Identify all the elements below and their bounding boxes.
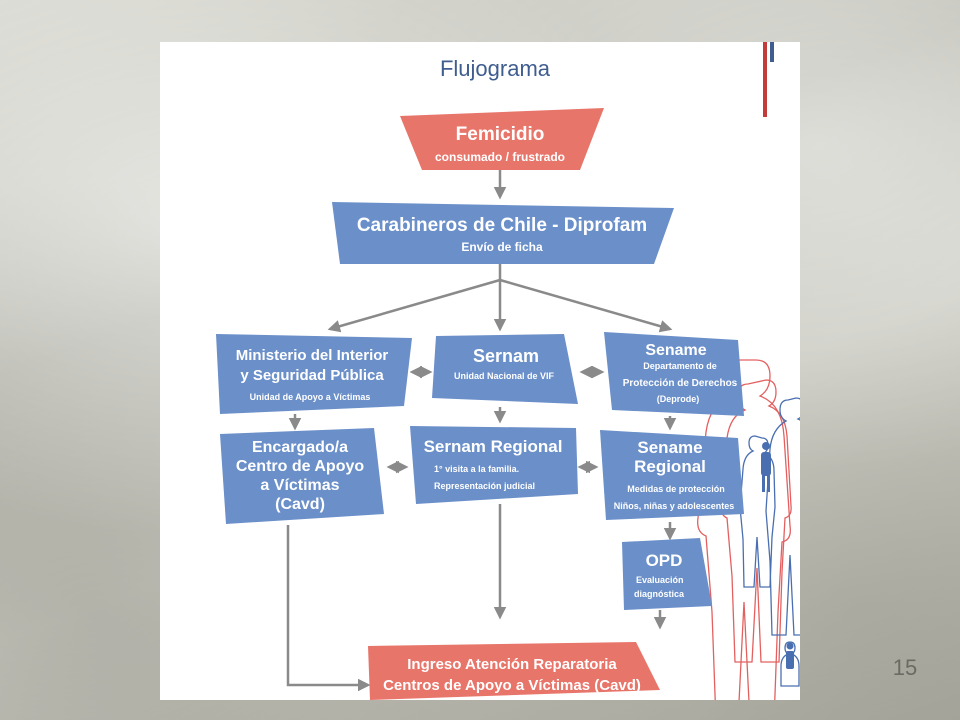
femicidio-title: Femicidio (456, 124, 545, 145)
carabineros-subtitle: Envío de ficha (461, 240, 543, 254)
encargado-line4: (Cavd) (275, 496, 325, 513)
opd-sub-line1: Evaluación (636, 575, 684, 585)
sename-regional-sub-line1: Medidas de protección (627, 484, 725, 494)
sernam-regional-sub-line2: Representación judicial (434, 481, 535, 491)
ministerio-title-line1: Ministerio del Interior (236, 347, 389, 364)
flowchart: Flujograma Femicidio consumado / frustra… (216, 42, 800, 700)
node-sernam: Sernam Unidad Nacional de VIF (432, 334, 578, 404)
node-carabineros: Carabineros de Chile - Diprofam Envío de… (332, 202, 674, 264)
flag-stripes-decoration (763, 42, 774, 117)
sernam-title: Sernam (473, 346, 539, 366)
sernam-subtitle: Unidad Nacional de VIF (454, 371, 555, 381)
small-figures-decoration (761, 442, 794, 669)
opd-title: OPD (646, 551, 683, 570)
node-sename-regional: Sename Regional Medidas de protección Ni… (600, 430, 744, 520)
node-ministerio: Ministerio del Interior y Seguridad Públ… (216, 334, 412, 414)
sename-title: Sename (645, 342, 706, 359)
sernam-regional-title: Sernam Regional (424, 437, 563, 456)
node-opd: OPD Evaluación diagnóstica (622, 538, 712, 610)
slide: Flujograma Femicidio consumado / frustra… (160, 42, 800, 700)
node-femicidio: Femicidio consumado / frustrado (400, 108, 604, 170)
ingreso-line1: Ingreso Atención Reparatoria (407, 656, 617, 673)
connectors (286, 170, 677, 692)
page-number: 15 (892, 655, 918, 680)
sename-regional-title-line1: Sename (637, 438, 702, 457)
sename-sub-line3: (Deprode) (657, 394, 700, 404)
sernam-regional-sub-line1: 1° visita a la familia. (434, 464, 519, 474)
encargado-line3: a Víctimas (260, 477, 339, 494)
opd-sub-line2: diagnóstica (634, 589, 685, 599)
arrow-carabineros-sename (499, 278, 673, 333)
node-sernam-regional: Sernam Regional 1° visita a la familia. … (410, 426, 578, 504)
sename-sub-line2: Protección de Derechos (623, 378, 738, 389)
node-encargado: Encargado/a Centro de Apoyo a Víctimas (… (220, 428, 384, 524)
sename-sub-line1: Departamento de (643, 361, 717, 371)
ingreso-line2: Centros de Apoyo a Víctimas (Cavd) (383, 677, 641, 694)
ministerio-title-line2: y Seguridad Pública (240, 367, 384, 384)
ministerio-subtitle: Unidad de Apoyo a Víctimas (250, 392, 371, 402)
arrow-carabineros-ministerio (327, 278, 501, 333)
carabineros-title: Carabineros de Chile - Diprofam (357, 215, 647, 236)
encargado-line1: Encargado/a (252, 439, 348, 456)
sename-regional-sub-line2: Niños, niñas y adolescentes (614, 501, 735, 511)
encargado-line2: Centro de Apoyo (236, 458, 365, 475)
node-ingreso: Ingreso Atención Reparatoria Centros de … (368, 642, 660, 700)
arrow-encargado-ingreso (286, 525, 371, 692)
femicidio-subtitle: consumado / frustrado (435, 150, 565, 164)
sename-regional-title-line2: Regional (634, 457, 706, 476)
node-sename: Sename Departamento de Protección de Der… (604, 332, 744, 416)
diagram-title: Flujograma (440, 56, 551, 81)
